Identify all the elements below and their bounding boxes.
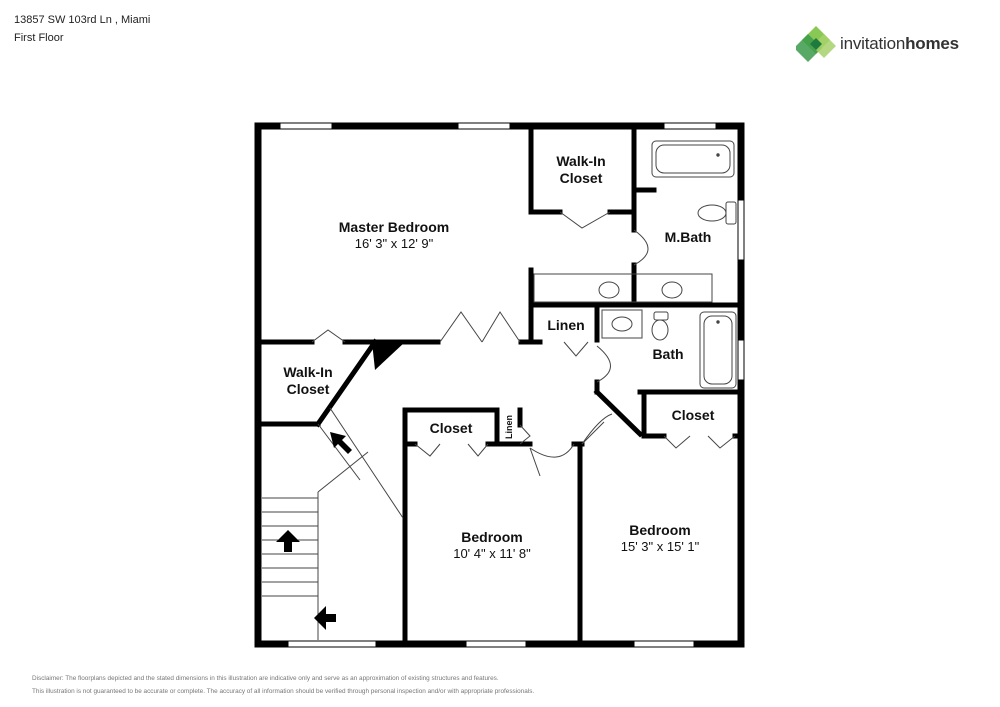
disclaimer-line-2: This illustration is not guaranteed to b…	[32, 688, 535, 695]
master-bedroom-dims: 16' 3" x 12' 9"	[355, 236, 434, 251]
stair-arrows	[276, 432, 352, 630]
doors	[311, 211, 736, 477]
logo-mark-icon	[794, 26, 836, 62]
disclaimer-line-1: Disclaimer: The floorplans depicted and …	[32, 675, 499, 682]
bedroom-right-label: Bedroom	[629, 522, 690, 538]
vanity-hall	[601, 309, 669, 341]
logo-text: invitationhomes	[840, 34, 959, 54]
bath-label: Bath	[652, 346, 683, 362]
bedroom-mid-dims: 10' 4" x 11' 8"	[453, 546, 531, 561]
closet-right-label: Closet	[672, 407, 715, 423]
staircase	[262, 407, 404, 640]
logo-text-bold: homes	[905, 34, 959, 53]
master-bedroom-label: Master Bedroom	[339, 219, 449, 235]
closet-mid-label: Closet	[430, 420, 473, 436]
interior-walls	[255, 123, 744, 643]
windows	[279, 122, 745, 648]
logo-text-regular: invitation	[840, 34, 906, 53]
walk-in-closet-left-label-1: Walk-In	[283, 364, 332, 380]
toilet-master	[697, 201, 737, 225]
walk-in-closet-top-label-2: Closet	[560, 170, 603, 186]
structural-column	[372, 342, 405, 370]
floor-name: First Floor	[14, 32, 64, 44]
invitation-homes-logo: invitationhomes	[794, 24, 986, 64]
property-address: 13857 SW 103rd Ln , Miami	[14, 14, 151, 26]
m-bath-label: M.Bath	[665, 229, 712, 245]
bathtub-master	[651, 140, 735, 178]
bedroom-mid-label: Bedroom	[461, 529, 522, 545]
vanity-master	[533, 273, 713, 303]
bathtub-hall	[699, 311, 737, 389]
outer-walls	[254, 122, 745, 648]
walk-in-closet-left-label-2: Closet	[287, 381, 330, 397]
linen-small-label: Linen	[504, 415, 514, 439]
linen-top-label: Linen	[547, 317, 584, 333]
walk-in-closet-top-label-1: Walk-In	[556, 153, 605, 169]
bedroom-right-dims: 15' 3" x 15' 1"	[621, 539, 700, 554]
